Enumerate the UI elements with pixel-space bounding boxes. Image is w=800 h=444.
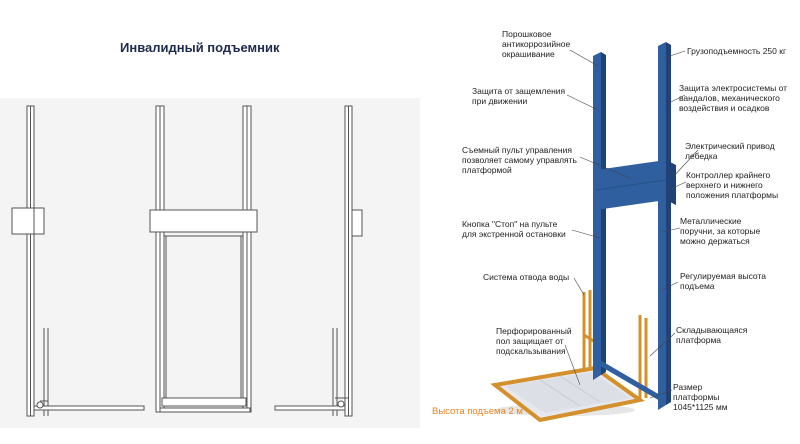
- technical-drawings: [0, 98, 420, 428]
- label-lift-height: Высота подъема 2 м: [432, 406, 523, 417]
- drawing-side-view-left: [11, 105, 145, 417]
- label-coating: Порошковое антикоррозийное окрашивание: [502, 29, 571, 59]
- label-electro-protection: Защита электросистемы от вандалов, механ…: [679, 83, 788, 113]
- label-stop-button: Кнопка "Стоп" на пульте для экстренной о…: [462, 219, 566, 239]
- leader-lines: [564, 49, 699, 399]
- label-perforated-floor: Перфорированный пол защищает от подскаль…: [496, 326, 572, 356]
- label-adjustable-height: Регулируемая высота подъема: [680, 271, 766, 291]
- label-capacity: Грузоподъемность 250 кг: [687, 46, 787, 56]
- drawing-side-view-right: [274, 105, 363, 417]
- column-left: [593, 52, 606, 380]
- page-title: Инвалидный подъемник: [120, 40, 280, 55]
- lift-illustration: [490, 42, 699, 423]
- label-electric-drive: Электрический привод лебедка: [685, 141, 775, 161]
- label-handrails: Металлические поручни, за которые можно …: [680, 216, 761, 246]
- label-drainage: Система отвода воды: [483, 272, 570, 282]
- lower-frame: [600, 360, 660, 401]
- label-pinch-protection: Защита от защемления при движении: [472, 86, 566, 106]
- drive-housing: [595, 160, 676, 210]
- label-platform-size: Размер платформы 1045*1125 мм: [673, 382, 728, 412]
- column-right: [658, 42, 671, 410]
- label-remote-control: Съемный пульт управления позволяет самом…: [462, 145, 577, 175]
- drawing-front-view: [149, 105, 258, 413]
- label-controller: Контроллер крайнего верхнего и нижнего п…: [686, 170, 779, 200]
- label-folding-platform: Складывающаяся платформа: [676, 325, 748, 345]
